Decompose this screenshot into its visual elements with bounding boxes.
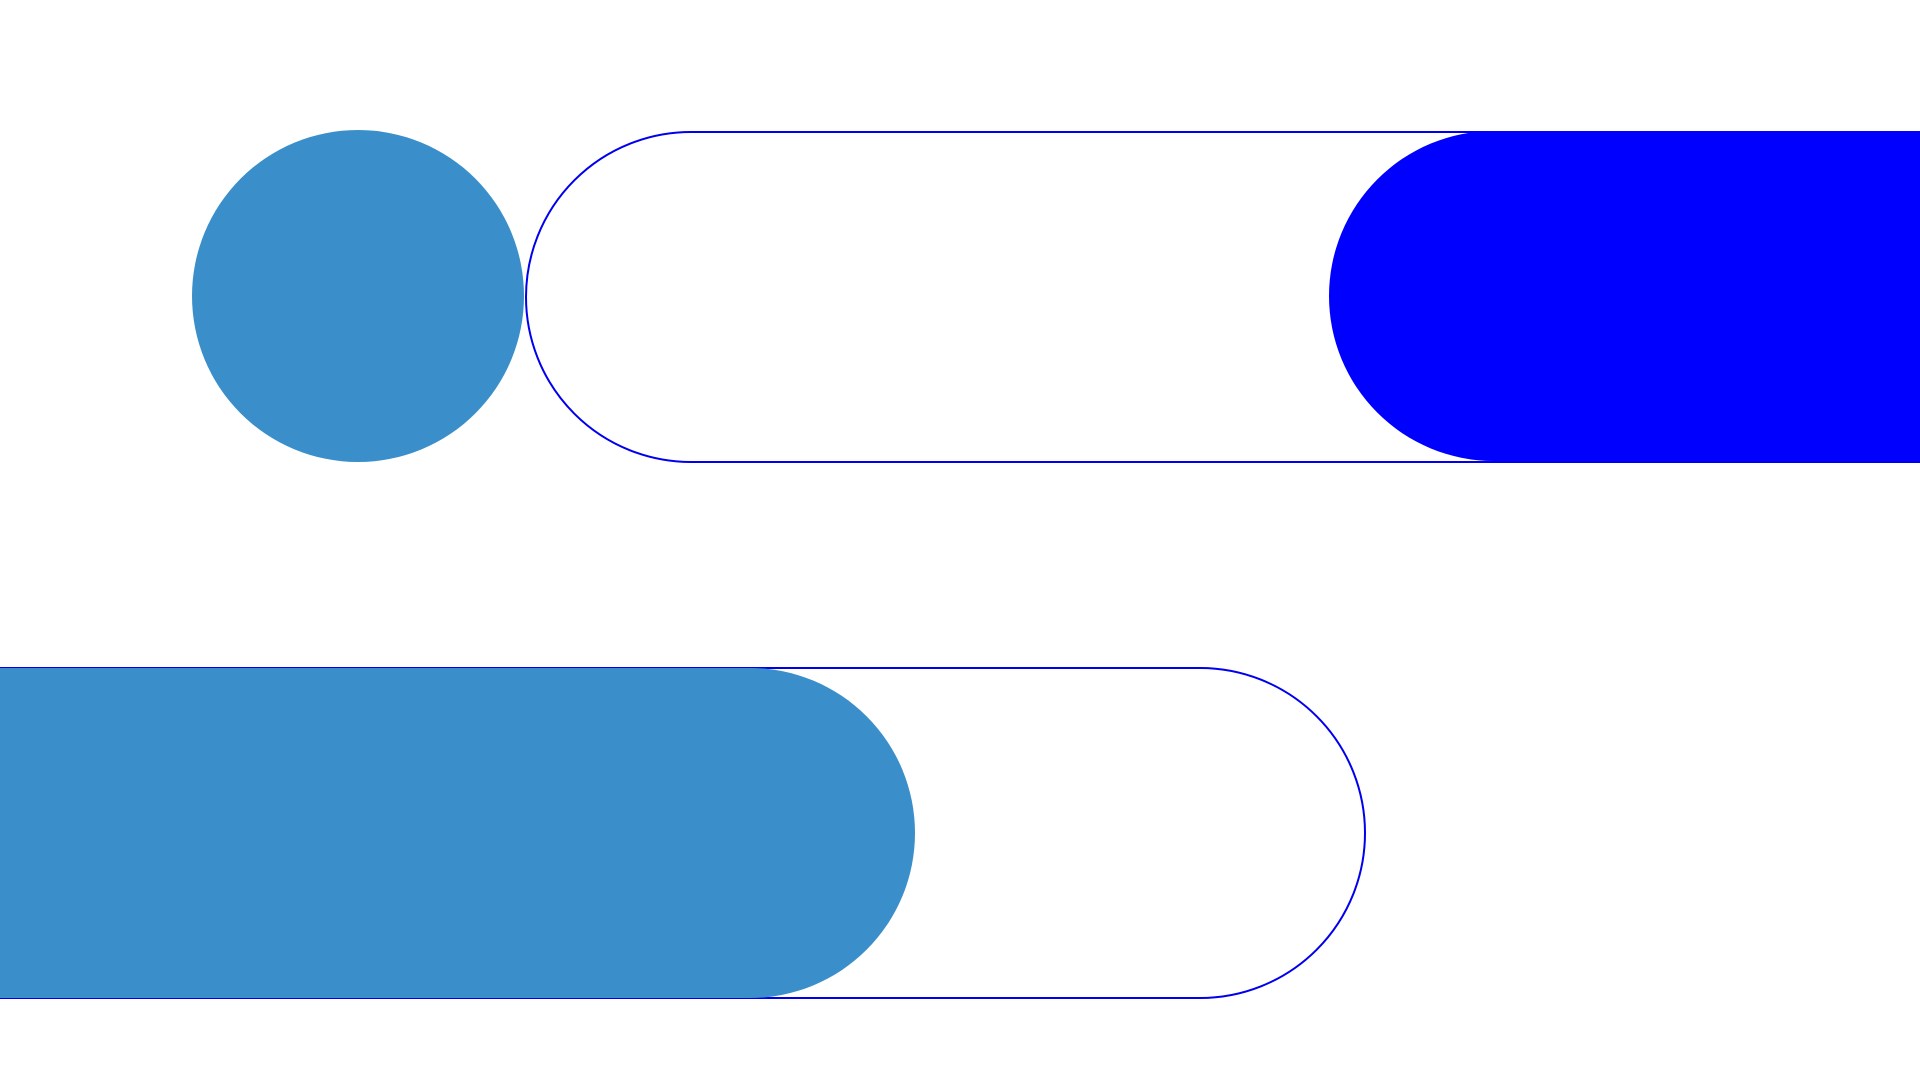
bottom-solid-pill bbox=[0, 668, 915, 998]
bottom-outlined-pill bbox=[0, 667, 1366, 999]
top-outlined-pill bbox=[525, 131, 1920, 463]
top-left-circle bbox=[192, 130, 524, 462]
top-right-solid-pill bbox=[1329, 131, 1920, 461]
